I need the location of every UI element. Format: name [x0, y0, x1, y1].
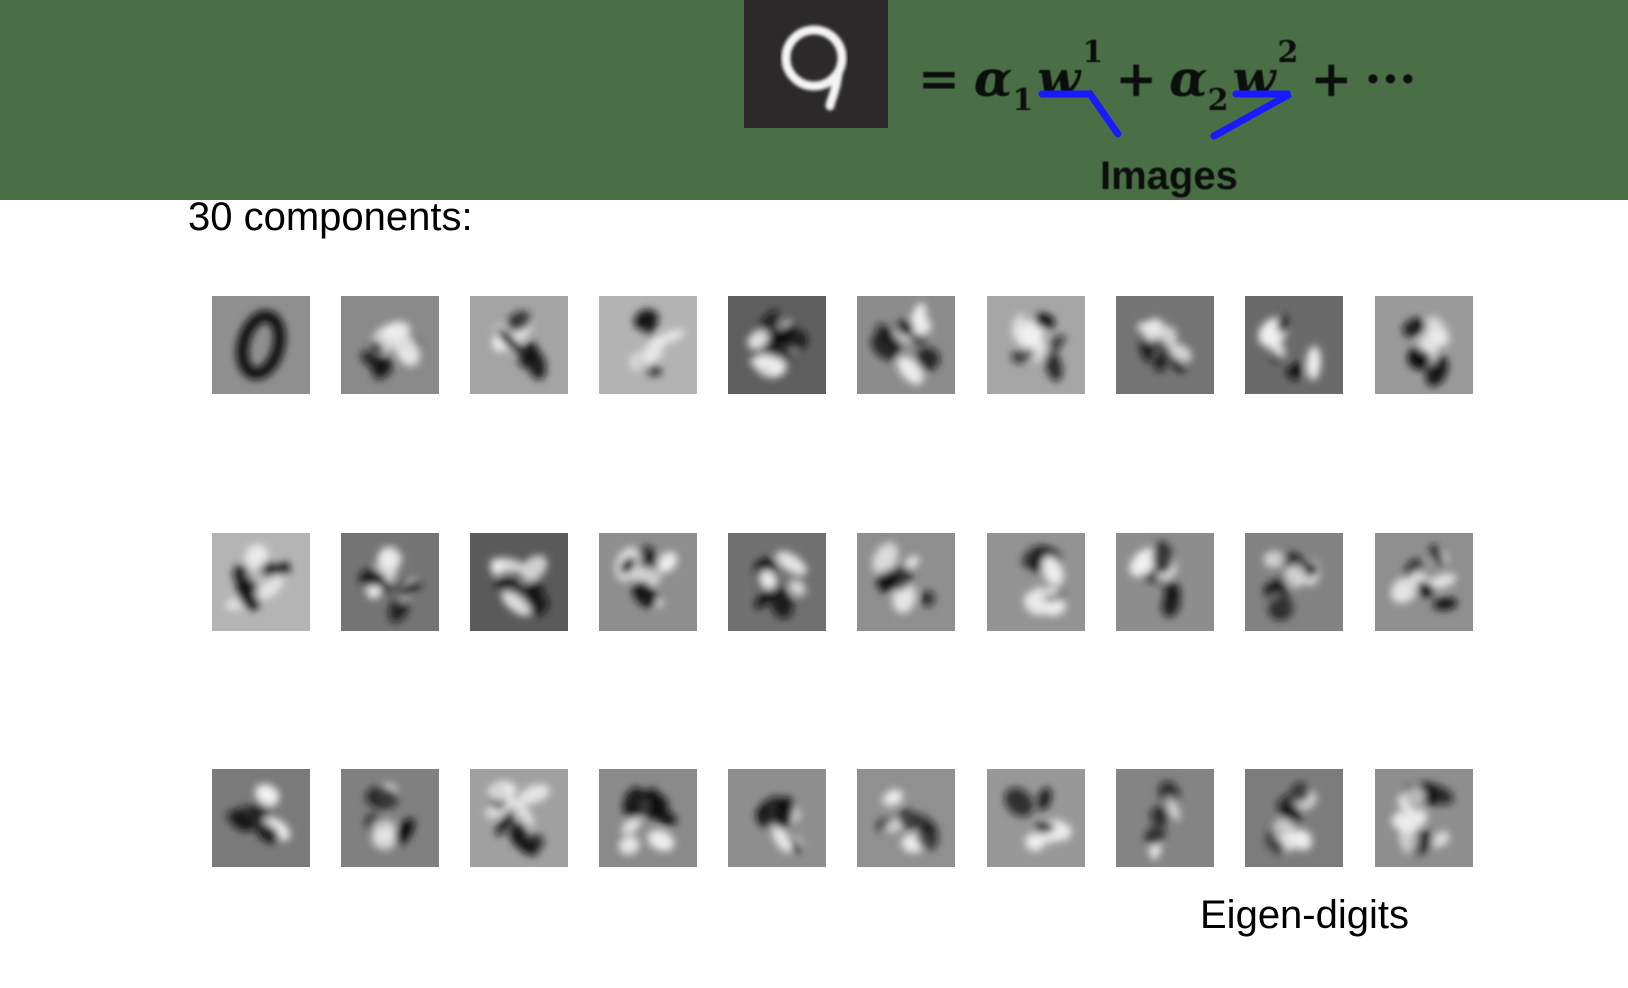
images-label: Images [1100, 154, 1238, 198]
components-label: 30 components: [188, 195, 473, 239]
eigen-digit-23 [470, 769, 568, 867]
coefficient-1: α [973, 49, 1013, 108]
basis-1: w [1037, 49, 1081, 108]
pca-equation: = α 1 w 1 + α 2 w 2 + ··· [918, 14, 1417, 116]
blur-pattern-icon [987, 533, 1085, 631]
eigen-digit-24 [599, 769, 697, 867]
eigen-digit-19 [1245, 533, 1343, 631]
blur-pattern-icon [341, 296, 439, 394]
eigen-digit-17 [987, 533, 1085, 631]
eigen-digit-30 [1375, 769, 1473, 867]
plus-sign-1: + [1115, 50, 1158, 108]
basis-2: w [1232, 49, 1276, 108]
eigen-digit-15 [728, 533, 826, 631]
blur-pattern-icon [1375, 769, 1473, 867]
eigen-digit-27 [987, 769, 1085, 867]
eigen-digit-22 [341, 769, 439, 867]
blur-pattern-icon [857, 533, 955, 631]
eigen-digit-18 [1116, 533, 1214, 631]
blur-pattern-icon [857, 296, 955, 394]
plus-sign-2: + [1310, 50, 1353, 108]
blur-pattern-icon [1116, 769, 1214, 867]
eigen-digit-8 [1116, 296, 1214, 394]
blur-pattern-icon [599, 769, 697, 867]
eigen-digit-11 [212, 533, 310, 631]
equation-term-2: α 2 w 2 [1169, 38, 1298, 116]
eigen-digit-28 [1116, 769, 1214, 867]
eigen-digit-3 [470, 296, 568, 394]
basis-2-superscript: 2 [1277, 35, 1299, 70]
blur-pattern-icon [1245, 296, 1343, 394]
equation-term-1: α 1 w 1 [973, 38, 1103, 116]
handwritten-digit-image [744, 0, 888, 128]
blur-pattern-icon [1375, 533, 1473, 631]
eigen-digit-29 [1245, 769, 1343, 867]
ellipsis: ··· [1364, 49, 1417, 108]
coefficient-1-subscript: 1 [1012, 83, 1034, 118]
blur-pattern-icon [212, 769, 310, 867]
blur-pattern-icon [987, 769, 1085, 867]
blur-pattern-icon [1245, 769, 1343, 867]
coefficient-2: α [1169, 49, 1208, 108]
eigen-digit-13 [470, 533, 568, 631]
digit-nine-icon [781, 25, 847, 111]
blur-pattern-icon [1116, 533, 1214, 631]
blur-pattern-icon [341, 769, 439, 867]
blur-pattern-icon [728, 533, 826, 631]
blur-pattern-icon [341, 533, 439, 631]
blur-pattern-icon [599, 533, 697, 631]
blur-pattern-icon [728, 296, 826, 394]
eigen-digit-2 [341, 296, 439, 394]
blur-pattern-icon [470, 769, 568, 867]
eigen-digits-label: Eigen-digits [1200, 893, 1410, 937]
eigen-digit-12 [341, 533, 439, 631]
eigen-digit-26 [857, 769, 955, 867]
eigen-digit-6 [857, 296, 955, 394]
eigen-digit-4 [599, 296, 697, 394]
eigen-digit-25 [728, 769, 826, 867]
eigen-digit-20 [1375, 533, 1473, 631]
eigen-digit-7 [987, 296, 1085, 394]
blur-pattern-icon [1375, 296, 1473, 394]
coefficient-2-subscript: 2 [1207, 83, 1229, 118]
blur-pattern-icon [1245, 533, 1343, 631]
eigen-digit-10 [1375, 296, 1473, 394]
zero-shape-icon [212, 296, 310, 394]
eigen-digit-9 [1245, 296, 1343, 394]
basis-1-superscript: 1 [1082, 35, 1104, 70]
blur-pattern-icon [470, 533, 568, 631]
eigen-digit-16 [857, 533, 955, 631]
eigen-digit-21 [212, 769, 310, 867]
blur-pattern-icon [212, 533, 310, 631]
blur-pattern-icon [599, 296, 697, 394]
blur-pattern-icon [857, 769, 955, 867]
blur-pattern-icon [987, 296, 1085, 394]
blur-pattern-icon [1116, 296, 1214, 394]
blur-pattern-icon [470, 296, 568, 394]
blur-pattern-icon [728, 769, 826, 867]
eigen-digit-5 [728, 296, 826, 394]
equals-sign: = [918, 49, 960, 108]
eigen-digit-1 [212, 296, 310, 394]
eigen-digit-14 [599, 533, 697, 631]
